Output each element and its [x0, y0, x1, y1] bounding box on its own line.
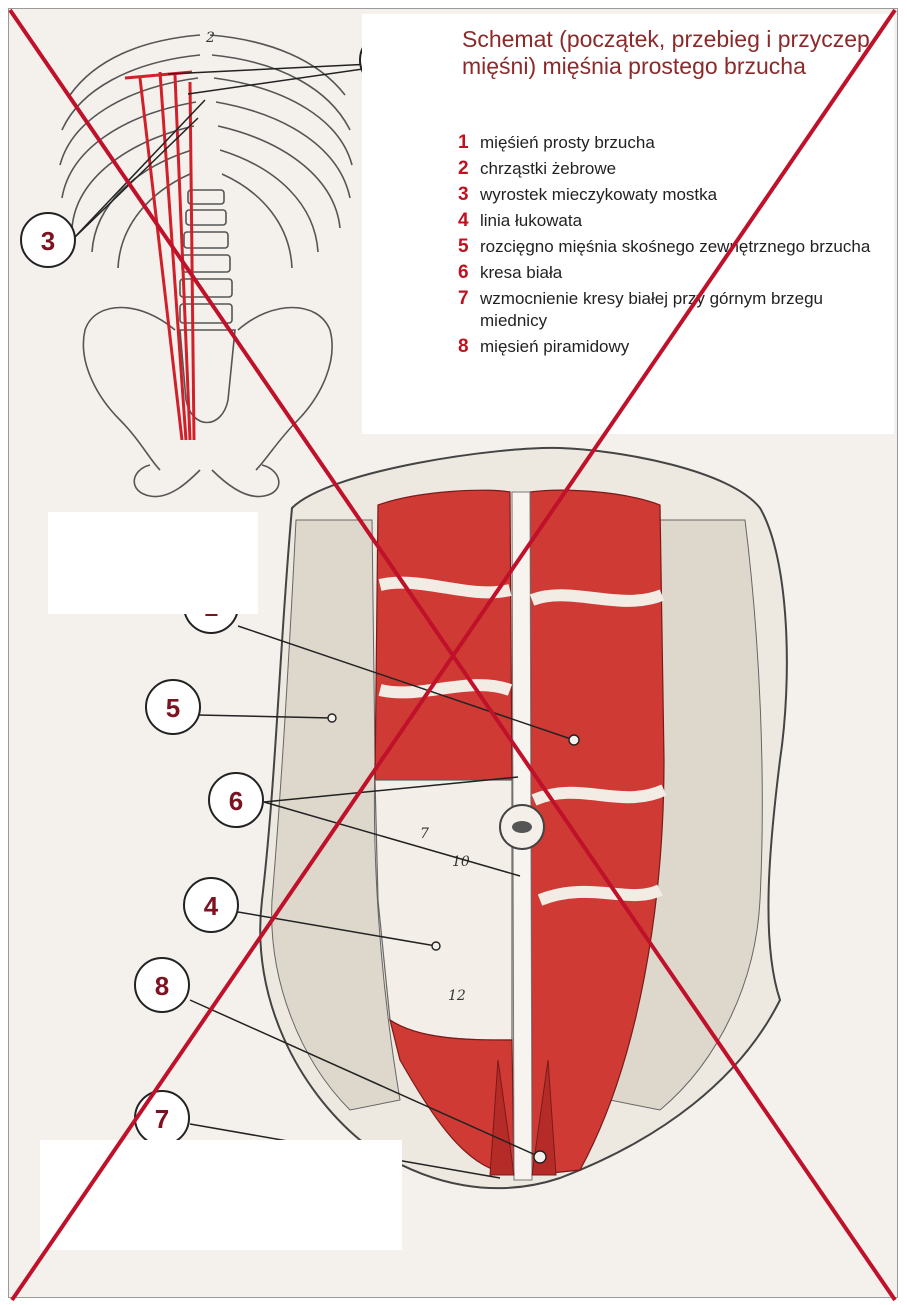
cross-out-mark	[0, 0, 907, 1305]
diagram-page: 2 7 10 12	[0, 0, 907, 1305]
